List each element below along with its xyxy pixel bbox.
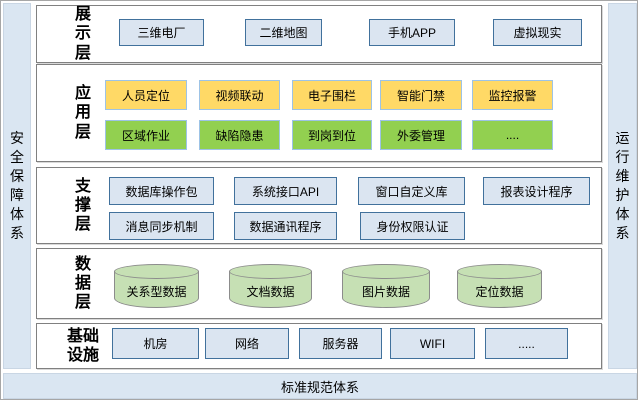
layer-label-text: 数据层 — [74, 255, 91, 312]
cylinder-top — [457, 264, 542, 279]
layer-label-data: 数据层 — [37, 249, 129, 318]
layer-panel-presentation: 展示层 三维电厂 二维地图 手机APP 虚拟现实 — [36, 5, 602, 63]
layer-label-text: 应用层 — [74, 85, 91, 141]
bottom-pillar: 标准规范体系 — [3, 373, 637, 399]
layer-label-text: 基础设施 — [66, 327, 99, 364]
support-box-identity-auth: 身份权限认证 — [360, 212, 465, 240]
presentation-box-3d-plant: 三维电厂 — [119, 19, 204, 46]
layer-label-application: 应用层 — [37, 65, 129, 161]
presentation-box-vr: 虚拟现实 — [493, 19, 582, 46]
left-pillar-label: 安全保障体系 — [10, 130, 24, 241]
cylinder-top — [114, 264, 199, 279]
left-pillar: 安全保障体系 — [3, 3, 31, 369]
layer-panel-data: 数据层 关系型数据 文档数据 图片数据 定位数据 — [36, 248, 602, 319]
cylinder-label: 文档数据 — [246, 285, 295, 299]
layer-label-text: 展示层 — [74, 6, 91, 62]
cylinder-image-data: 图片数据 — [342, 264, 430, 308]
app-box-defect-hazard: 缺陷隐患 — [199, 120, 280, 150]
support-box-data-comm: 数据通讯程序 — [234, 212, 337, 240]
app-box-area-work: 区域作业 — [105, 120, 187, 150]
cylinder-top — [229, 264, 312, 279]
app-box-on-duty: 到岗到位 — [292, 120, 372, 150]
app-box-smart-access: 智能门禁 — [380, 80, 462, 110]
support-box-message-sync: 消息同步机制 — [109, 212, 214, 240]
cylinder-document-data: 文档数据 — [229, 264, 312, 308]
support-box-system-api: 系统接口API — [234, 177, 337, 205]
layer-panel-support: 支撑层 数据库操作包 系统接口API 窗口自定义库 报表设计程序 消息同步机制 … — [36, 167, 602, 244]
right-pillar: 运行维护体系 — [608, 3, 637, 369]
support-box-db-toolkit: 数据库操作包 — [109, 177, 214, 205]
app-box-personnel-positioning: 人员定位 — [105, 80, 187, 110]
cylinder-label: 关系型数据 — [126, 285, 187, 299]
app-box-electronic-fence: 电子围栏 — [292, 80, 372, 110]
infra-box-server: 服务器 — [299, 328, 382, 359]
cylinder-label: 图片数据 — [361, 285, 410, 299]
presentation-box-2d-map: 二维地图 — [245, 19, 322, 46]
support-box-custom-window-lib: 窗口自定义库 — [358, 177, 465, 205]
cylinder-relational-data: 关系型数据 — [114, 264, 199, 308]
layer-label-text: 支撑层 — [74, 177, 91, 234]
cylinder-top — [342, 264, 430, 279]
infra-box-network: 网络 — [205, 328, 289, 359]
presentation-box-mobile-app: 手机APP — [369, 19, 455, 46]
layer-panel-infrastructure: 基础设施 机房 网络 服务器 WIFI ..... — [36, 323, 602, 369]
layer-label-infrastructure: 基础设施 — [37, 324, 129, 368]
right-pillar-label: 运行维护体系 — [615, 130, 630, 241]
layer-panel-application: 应用层 人员定位 视频联动 电子围栏 智能门禁 监控报警 区域作业 缺陷隐患 到… — [36, 64, 602, 162]
infra-box-wifi: WIFI — [390, 328, 475, 359]
app-box-monitor-alarm: 监控报警 — [472, 80, 553, 110]
support-box-report-designer: 报表设计程序 — [483, 177, 590, 205]
app-box-more: .... — [472, 120, 553, 150]
infra-box-machine-room: 机房 — [112, 328, 199, 359]
cylinder-positioning-data: 定位数据 — [457, 264, 542, 308]
app-box-video-linkage: 视频联动 — [199, 80, 280, 110]
infra-box-more: ..... — [485, 328, 568, 359]
layer-label-support: 支撑层 — [37, 168, 129, 243]
layer-label-presentation: 展示层 — [37, 6, 129, 62]
app-box-outsourcing-mgmt: 外委管理 — [380, 120, 462, 150]
cylinder-label: 定位数据 — [475, 285, 524, 299]
bottom-pillar-label: 标准规范体系 — [280, 379, 359, 395]
